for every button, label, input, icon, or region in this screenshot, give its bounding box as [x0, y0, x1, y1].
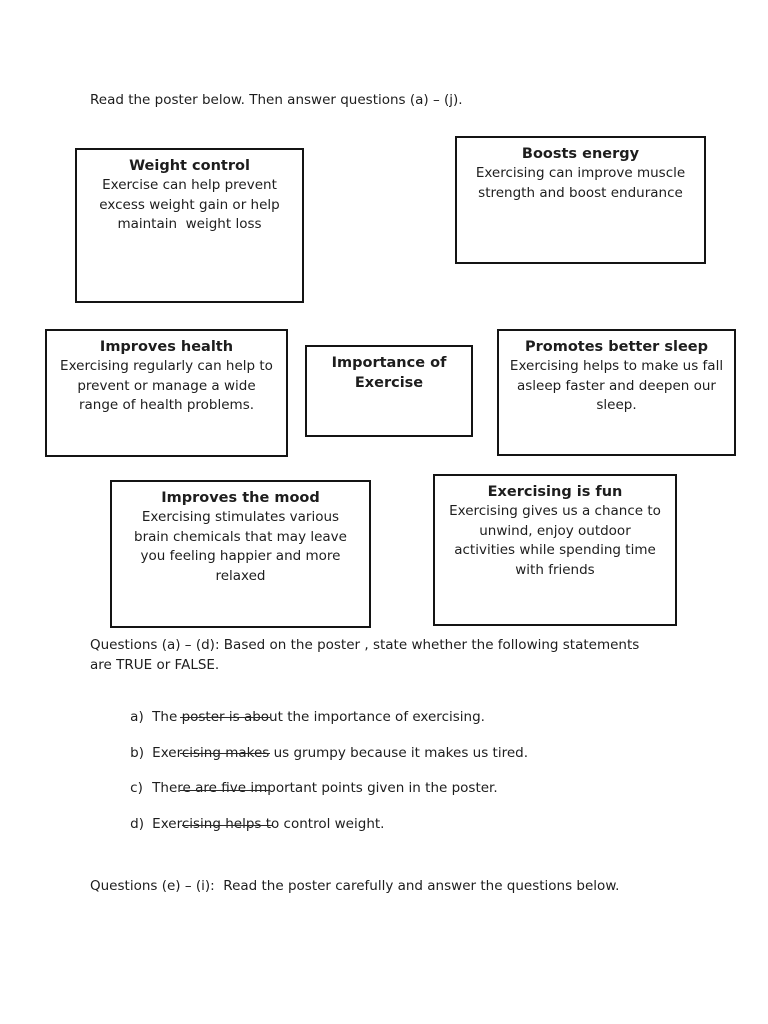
question-text: There are five important points given in… — [152, 780, 498, 796]
questions-ei-intro: Questions (e) – (i): Read the poster car… — [90, 878, 620, 894]
poster-box-boosts-energy: Boosts energy Exercising can improve mus… — [455, 136, 706, 264]
box-body: Exercising can improve muscle strength a… — [475, 165, 686, 201]
poster-box-importance-of-exercise: Importance of Exercise — [305, 345, 473, 437]
box-title: Exercising is fun — [487, 484, 623, 500]
box-title: Boosts energy — [521, 146, 640, 162]
question-label: d) — [130, 816, 145, 832]
answer-blank-a — [180, 717, 270, 718]
box-title: Improves health — [99, 339, 234, 355]
answer-blank-b — [180, 753, 270, 754]
questions-ad-intro: Questions (a) – (d): Based on the poster… — [90, 637, 644, 673]
question-label: a) — [130, 709, 144, 725]
poster-box-exercising-is-fun: Exercising is fun Exercising gives us a … — [433, 474, 677, 626]
instruction-text: Read the poster below. Then answer quest… — [90, 92, 463, 108]
poster-box-weight-control: Weight control Exercise can help prevent… — [75, 148, 304, 303]
question-label: b) — [130, 745, 145, 761]
box-title: Improves the mood — [161, 490, 320, 506]
box-title: Weight control — [129, 158, 250, 174]
poster-box-improves-the-mood: Improves the mood Exercising stimulates … — [110, 480, 371, 628]
poster-box-promotes-better-sleep: Promotes better sleep Exercising helps t… — [497, 329, 736, 456]
question-text: Exercising makes us grumpy because it ma… — [152, 745, 528, 761]
answer-blank-d — [182, 825, 272, 826]
question-item-c: c) There are five important points given … — [113, 758, 498, 818]
question-item-b: b) Exercising makes us grumpy because it … — [113, 723, 528, 783]
question-item-d: d) Exercising helps to control weight. — [113, 794, 384, 854]
box-body: Exercising gives us a chance to unwind, … — [449, 503, 661, 578]
answer-blank-c — [180, 790, 270, 791]
box-body: Exercising stimulates various brain chem… — [134, 509, 347, 584]
box-title: Promotes better sleep — [524, 339, 708, 355]
poster-box-improves-health: Improves health Exercising regularly can… — [45, 329, 288, 457]
box-body: Exercise can help prevent excess weight … — [99, 177, 280, 232]
box-title: Importance of Exercise — [331, 355, 447, 391]
question-label: c) — [130, 780, 143, 796]
box-body: Exercising helps to make us fall asleep … — [509, 358, 724, 413]
question-text: Exercising helps to control weight. — [152, 816, 385, 832]
box-body: Exercising regularly can help to prevent… — [60, 358, 273, 413]
